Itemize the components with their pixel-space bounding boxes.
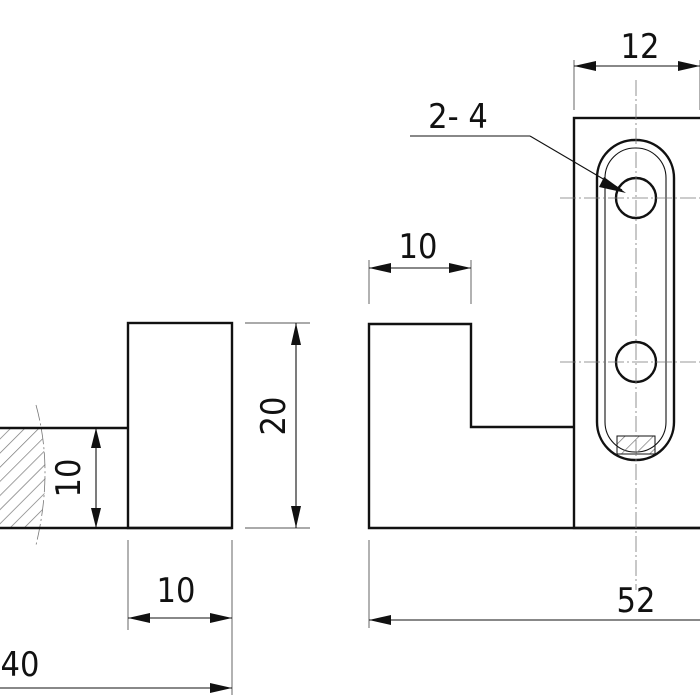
right-view-outline [367, 322, 700, 530]
dim-step-width-right-text: 10 [399, 227, 438, 267]
dim-upright-width-left: 10 [127, 540, 233, 695]
hole-callout: 2- 4 [410, 97, 626, 193]
dim-overall-width-left-text: 40 [1, 645, 40, 685]
right-view: 12 2- 4 10 52 [367, 27, 700, 628]
dim-step-width-right: 10 [368, 227, 472, 304]
dim-slot-width-text: 12 [621, 27, 660, 67]
slot-outer [595, 138, 676, 462]
dim-overall-width-right-text: 52 [617, 581, 656, 621]
hole-callout-text: 2- 4 [428, 97, 488, 137]
hatched-section [0, 428, 46, 528]
dim-step-height-left: 10 [49, 428, 101, 528]
dim-upright-width-left-text: 10 [157, 571, 196, 611]
dim-step-height-left-text: 10 [49, 459, 89, 498]
slot-inner [604, 147, 667, 453]
dim-overall-height: 20 [245, 322, 310, 529]
left-view: 10 20 10 40 [0, 321, 310, 695]
left-view-upright [126, 321, 234, 530]
dim-overall-width-right: 52 [368, 540, 700, 628]
dim-overall-height-text: 20 [254, 397, 294, 436]
dim-overall-width-left: 40 [0, 645, 232, 693]
right-view-slot-plate [572, 116, 700, 530]
dim-slot-width: 12 [573, 27, 700, 110]
